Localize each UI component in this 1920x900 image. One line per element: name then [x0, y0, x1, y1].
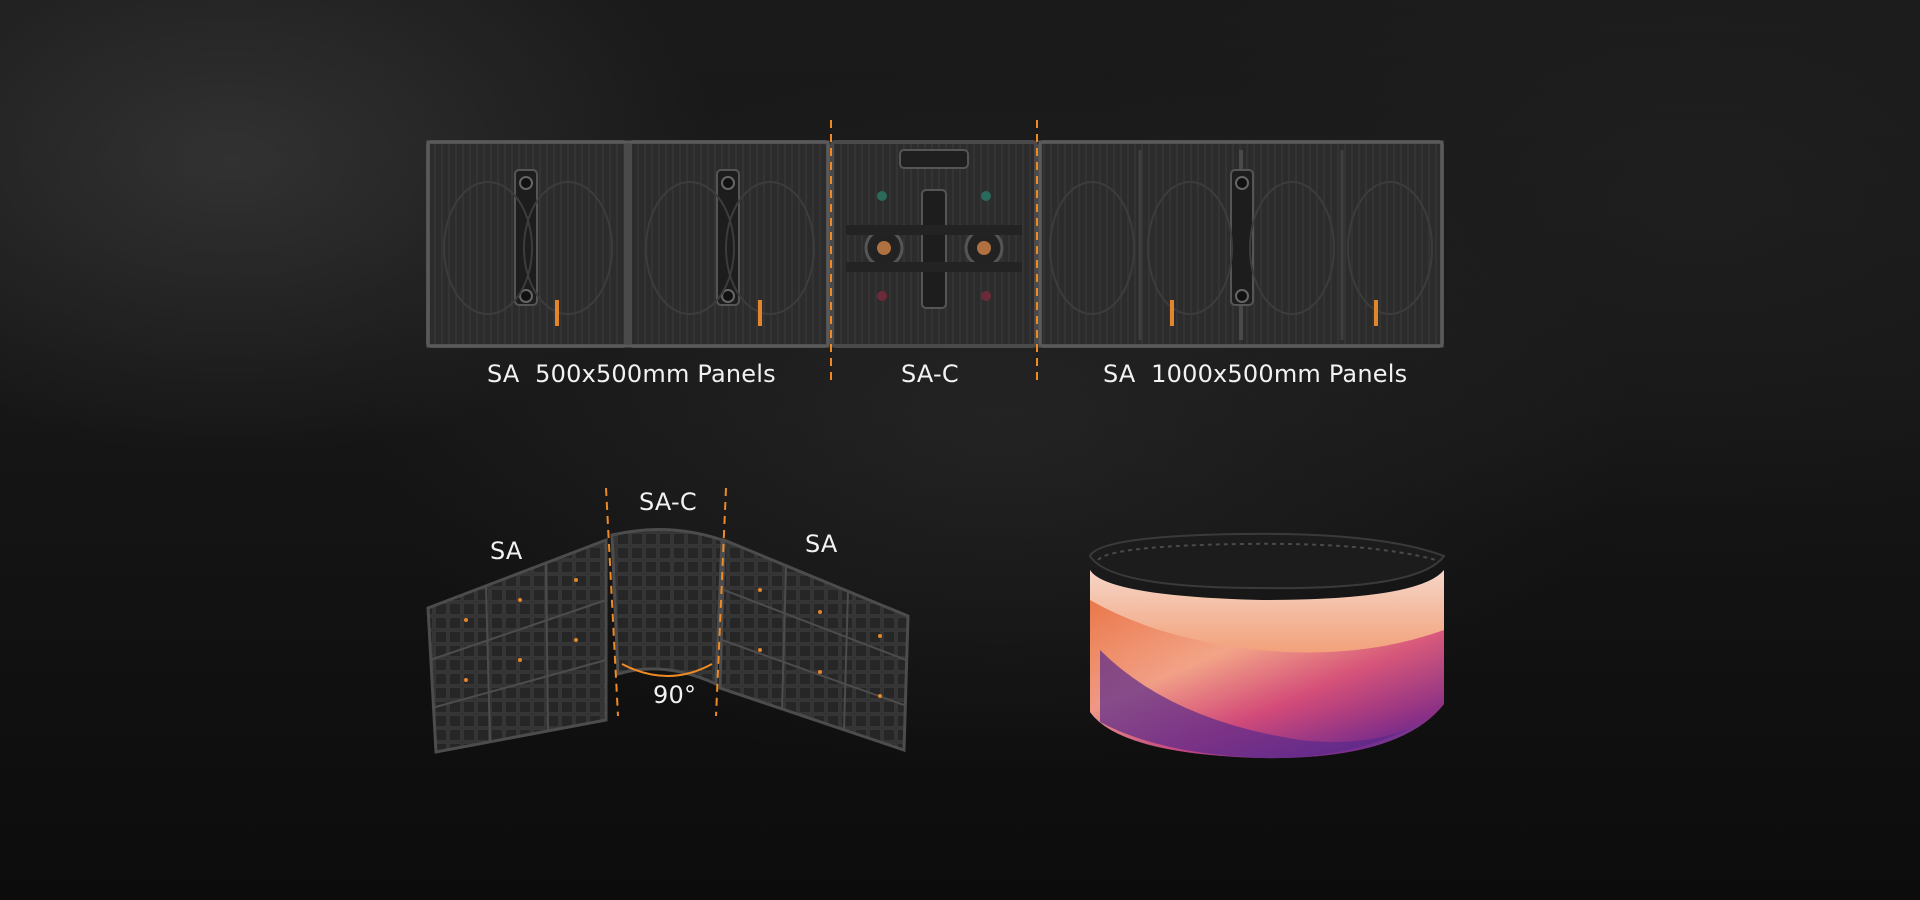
label-angle-90: 90°: [653, 681, 697, 709]
label-sa-1000-panels: SA 1000x500mm Panels: [1103, 360, 1408, 388]
label-sa-c-top: SA-C: [901, 360, 959, 388]
label-sa-500-panels: SA 500x500mm Panels: [487, 360, 776, 388]
curved-screen-illustration: [1088, 532, 1446, 759]
panel-1000-group: [1038, 140, 1444, 348]
label-sa-c-corner: SA-C: [639, 488, 697, 516]
label-sa-left-wing: SA: [490, 537, 523, 565]
panel-500-group: [426, 140, 830, 348]
corner-wall-illustration: [426, 487, 910, 754]
sa-c-module: [830, 140, 1038, 348]
label-sa-right-wing: SA: [805, 530, 838, 558]
